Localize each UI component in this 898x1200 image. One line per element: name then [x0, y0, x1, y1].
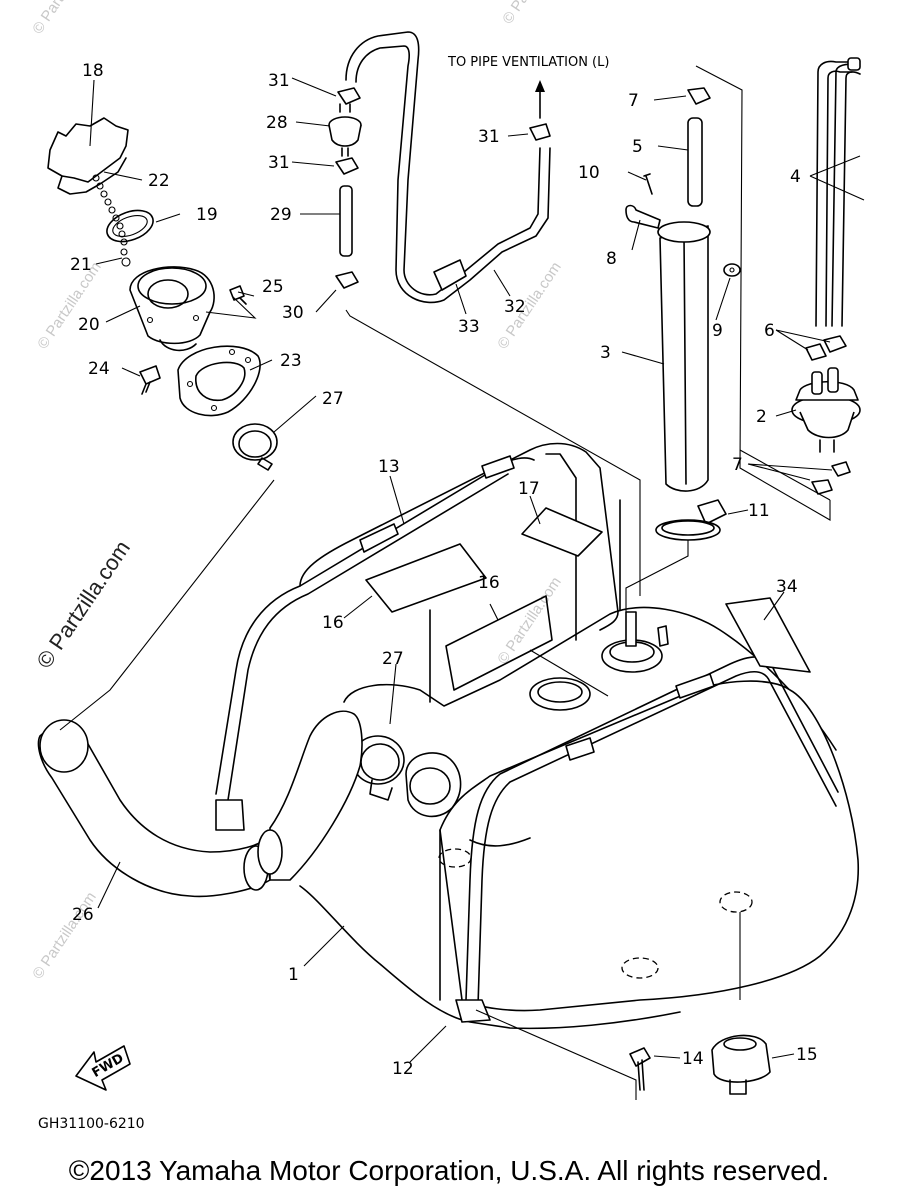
- part-27-lower: 27: [382, 649, 404, 669]
- part-1: 1: [288, 965, 299, 985]
- part-31-mid: 31: [268, 153, 290, 173]
- part-3: 3: [600, 343, 611, 363]
- part-7-bottom: 7: [732, 455, 743, 475]
- part-9: 9: [712, 321, 723, 341]
- part-5: 5: [632, 137, 643, 157]
- part-33: 33: [458, 317, 480, 337]
- part-16-b: 16: [478, 573, 500, 593]
- part-2: 2: [756, 407, 767, 427]
- part-labels: 18 22 19 21 20 24 25 23 27 31 28 31 29 3…: [70, 55, 865, 1079]
- part-14: 14: [682, 1049, 704, 1069]
- part-25: 25: [262, 277, 284, 297]
- watermark-1: © Partzilla.com: [29, 0, 100, 37]
- part-17: 17: [518, 479, 540, 499]
- top-note: TO PIPE VENTILATION (L): [447, 55, 609, 70]
- part-29: 29: [270, 205, 292, 225]
- part-31-right: 31: [478, 127, 500, 147]
- part-30: 30: [282, 303, 304, 323]
- part-18: 18: [82, 61, 104, 81]
- part-27-upper: 27: [322, 389, 344, 409]
- part-16-a: 16: [322, 613, 344, 633]
- part-11: 11: [748, 501, 770, 521]
- fuel-sender-assembly: [625, 57, 861, 612]
- part-10: 10: [578, 163, 600, 183]
- mounting-hardware: [629, 1034, 771, 1095]
- copyright-notice: ©2013 Yamaha Motor Corporation, U.S.A. A…: [68, 1155, 830, 1186]
- part-19: 19: [196, 205, 218, 225]
- part-15: 15: [796, 1045, 818, 1065]
- watermark-main: © Partzilla.com: [31, 536, 135, 673]
- watermark-6: © Partzilla.com: [29, 889, 100, 982]
- cap-chain: [92, 174, 131, 267]
- part-26: 26: [72, 905, 94, 925]
- part-6: 6: [764, 321, 775, 341]
- part-7-top: 7: [628, 91, 639, 111]
- fwd-arrow: FWD: [75, 1045, 131, 1091]
- part-21: 21: [70, 255, 92, 275]
- part-34: 34: [776, 577, 798, 597]
- drawing-code: GH31100-6210: [38, 1116, 145, 1132]
- part-20: 20: [78, 315, 100, 335]
- part-12: 12: [392, 1059, 414, 1079]
- watermark-5: © Partzilla.com: [494, 574, 565, 667]
- part-22: 22: [148, 171, 170, 191]
- breather-hoses: [328, 31, 641, 596]
- part-23: 23: [280, 351, 302, 371]
- part-13: 13: [378, 457, 400, 477]
- fuel-tank: [37, 442, 860, 1100]
- part-31-top: 31: [268, 71, 290, 91]
- part-24: 24: [88, 359, 110, 379]
- fuel-cap-assembly: [47, 117, 278, 471]
- watermark-2: © Partzilla.com: [499, 0, 570, 27]
- part-28: 28: [266, 113, 288, 133]
- part-4: 4: [790, 167, 801, 187]
- part-32: 32: [504, 297, 526, 317]
- part-8: 8: [606, 249, 617, 269]
